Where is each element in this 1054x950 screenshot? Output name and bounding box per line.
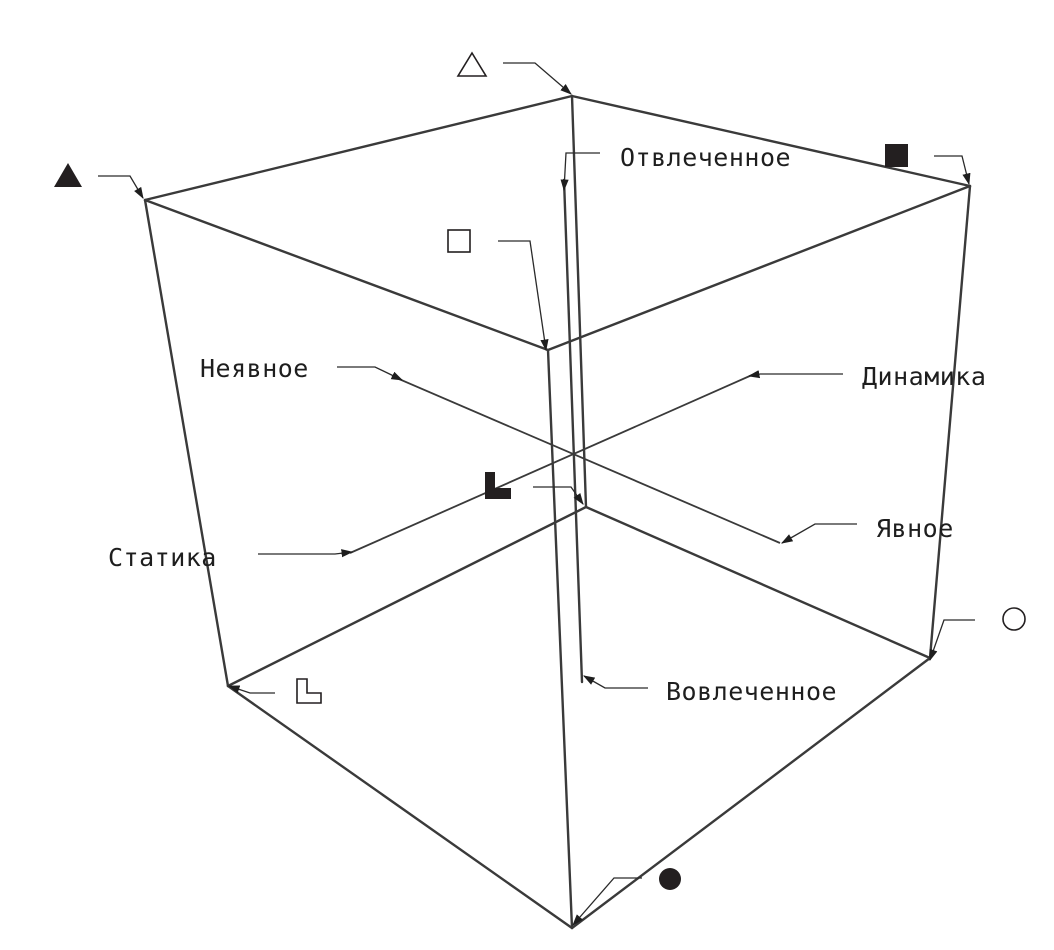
- edge-vertical-left: [143, 198, 230, 688]
- filled-square-icon: [885, 144, 908, 167]
- edge-vertical-back: [570, 94, 588, 509]
- edge-vertical-back-inner: [562, 178, 584, 684]
- label-left-back: Неявное: [200, 354, 309, 383]
- edge-top-front-left: [143, 198, 550, 352]
- filled-triangle-icon: [54, 163, 82, 187]
- leader-bottom-label: [582, 675, 648, 689]
- filled-circle-icon: [659, 868, 681, 890]
- leader-top-right: [934, 155, 971, 186]
- label-left-front: Статика: [108, 543, 217, 572]
- leader-right-front: [780, 523, 857, 544]
- label-bottom: Вовлеченное: [666, 677, 837, 706]
- leader-right-back: [747, 370, 843, 379]
- edge-bottom-front-right: [570, 656, 932, 930]
- filled-l-shape-icon: [485, 472, 511, 499]
- cube-edges: [143, 94, 972, 930]
- open-triangle-icon: [456, 51, 488, 77]
- markers: [54, 51, 1026, 890]
- open-circle-icon: [1002, 607, 1026, 631]
- leader-bottom-right: [929, 619, 975, 662]
- open-l-shape-icon: [296, 678, 322, 704]
- leader-top-left: [98, 175, 144, 200]
- edge-top-back-right: [570, 94, 972, 188]
- axis-implicit-explicit: [391, 375, 781, 544]
- leader-bottom-front: [572, 877, 642, 926]
- axis-static-dynamic: [349, 374, 753, 554]
- edge-bottom-front-left: [226, 684, 574, 930]
- inner-axes: [349, 374, 781, 554]
- leader-top-back: [503, 62, 572, 95]
- leader-left-front: [258, 549, 354, 558]
- leader-lines: [98, 62, 975, 926]
- leader-bottom-left: [227, 685, 275, 694]
- edge-top-front-right: [546, 184, 972, 352]
- leader-top-label: [560, 152, 600, 192]
- leader-left-back: [337, 366, 404, 381]
- label-right-front: Явное: [876, 514, 954, 543]
- label-top: Отвлеченное: [620, 143, 791, 172]
- edge-top-back-left: [143, 94, 574, 202]
- label-right-back: Динамика: [862, 362, 986, 391]
- edge-vertical-right: [928, 184, 972, 660]
- edge-bottom-back-right: [584, 505, 932, 660]
- open-square-icon: [447, 229, 471, 253]
- edge-vertical-front: [546, 348, 574, 930]
- labels: Отвлеченное Неявное Динамика Явное Стати…: [108, 143, 986, 706]
- leader-center: [533, 486, 584, 505]
- leader-top-front: [498, 240, 549, 352]
- edge-bottom-back-left: [226, 505, 588, 688]
